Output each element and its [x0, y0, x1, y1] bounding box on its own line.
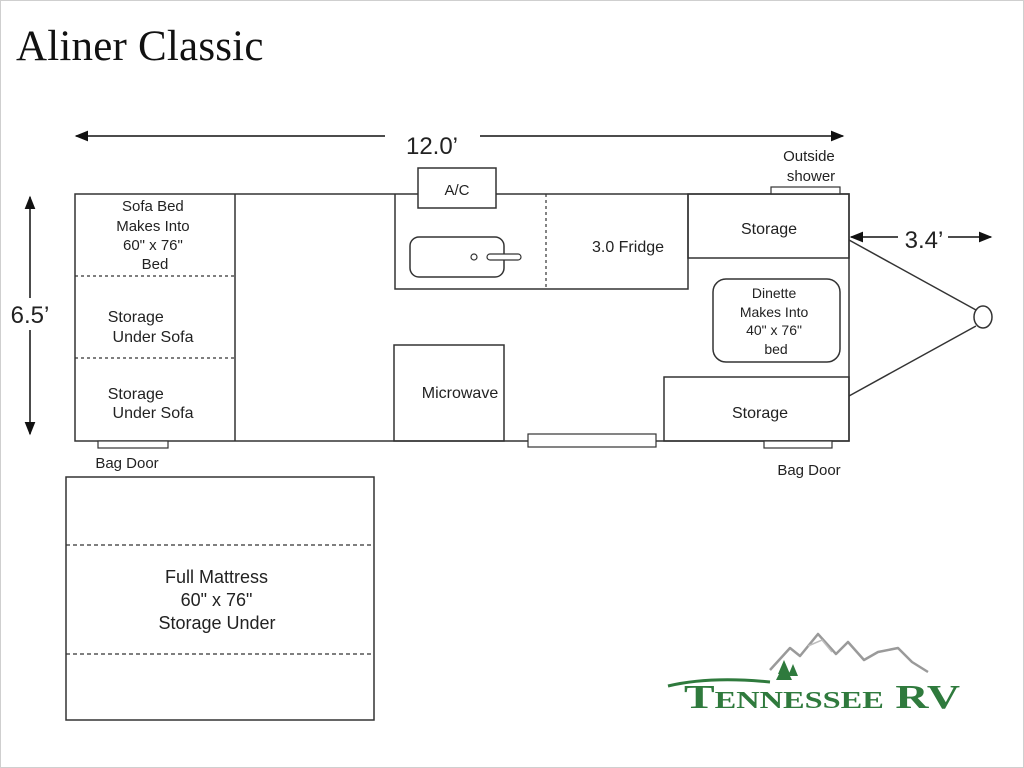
galley-counter: 3.0 Fridge: [394, 194, 689, 290]
trailer-tongue: [848, 239, 993, 397]
svg-text:Storage: Storage: [741, 221, 797, 238]
svg-text:Outside shower: Outside shower: [783, 148, 839, 185]
storage-top-right: Storage: [687, 193, 850, 259]
sofa-section: Sofa Bed Makes Into 60" x 76" Bed Storag…: [75, 194, 236, 441]
page-title: Aliner Classic: [16, 23, 264, 70]
svg-text:Microwave: Microwave: [422, 385, 499, 402]
bag-door-right: Bag Door: [763, 440, 841, 479]
svg-text:Bag Door: Bag Door: [95, 455, 158, 472]
sofa-bed-label: Sofa Bed Makes Into 60" x 76" Bed: [116, 198, 194, 273]
logo-swoosh: [667, 678, 771, 688]
microwave: Microwave: [393, 344, 505, 442]
mountain-icon: [769, 632, 929, 674]
fridge-label: 3.0 Fridge: [592, 239, 664, 256]
logo-text: Tennessee RV: [684, 679, 961, 716]
storage-under-sofa-1-label: Storage Under Sofa: [108, 309, 194, 346]
svg-text:Bag Door: Bag Door: [777, 462, 840, 479]
tennessee-rv-logo: Tennessee RV: [667, 632, 961, 716]
full-mattress: Full Mattress 60" x 76" Storage Under: [65, 476, 375, 721]
svg-text:Full Mattress 60" x 76": Full Mattress 60" x 76" Storage Under: [158, 567, 275, 633]
svg-text:A/C: A/C: [444, 182, 469, 199]
width-dimension: 6.5’: [6, 195, 54, 436]
length-label: 12.0’: [406, 133, 458, 160]
sink-drain: [470, 253, 478, 261]
width-label: 6.5’: [11, 302, 50, 329]
sink-faucet: [486, 253, 522, 261]
tongue-dimension: 3.4’: [849, 227, 993, 254]
ac-unit: A/C: [417, 167, 497, 209]
bag-door-left: Bag Door: [95, 440, 169, 472]
storage-bottom-right: Storage: [663, 376, 850, 442]
outside-shower: Outside shower: [770, 148, 841, 195]
storage-under-sofa-2-label: Storage Under Sofa: [108, 386, 194, 422]
length-dimension: 12.0’: [74, 130, 845, 160]
svg-text:Storage: Storage: [732, 405, 788, 422]
hitch-coupler: [973, 305, 993, 329]
svg-text:Dinette Makes Into: Dinette Makes Into 40" x 76" bed: [740, 285, 812, 357]
tongue-label: 3.4’: [905, 227, 944, 254]
dinette: Dinette Makes Into 40" x 76" bed: [712, 278, 841, 363]
pine-trees-icon: [776, 660, 798, 680]
entry-door: [527, 433, 657, 448]
